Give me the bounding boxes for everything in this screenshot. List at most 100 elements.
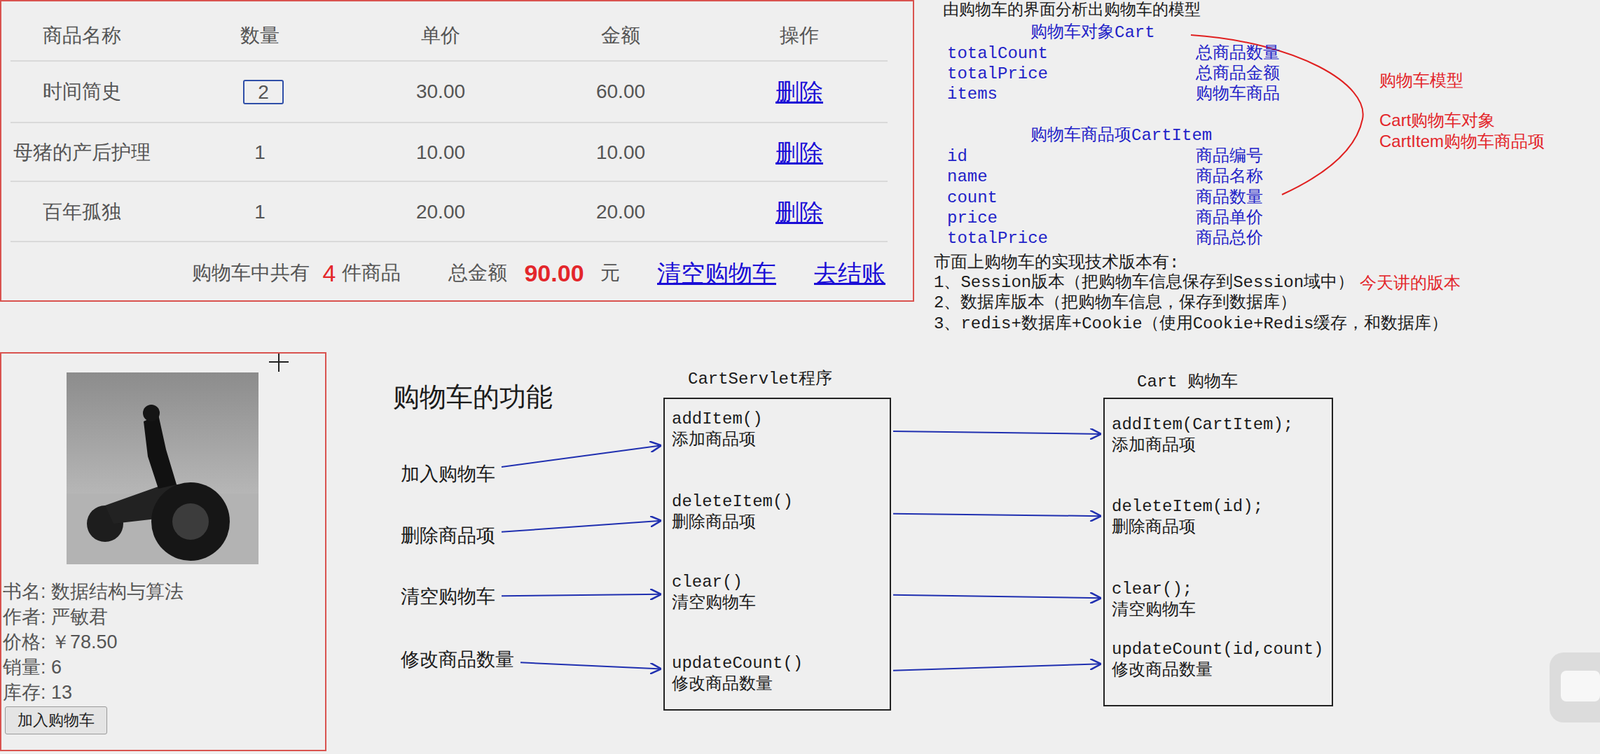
- table-cell: 30.00: [416, 79, 466, 104]
- model-field: id: [947, 147, 968, 168]
- annotation-note: 今天讲的版本: [1359, 273, 1461, 294]
- class-heading: 购物车对象Cart: [1030, 23, 1156, 44]
- method-name: updateCount(): [671, 653, 803, 675]
- input-value: 2: [257, 80, 270, 105]
- book-info: 书名: 数据结构与算法: [2, 580, 184, 604]
- model-field: totalCount: [947, 44, 1048, 65]
- method-desc: 清空购物车: [671, 593, 756, 615]
- table-cell: 60.00: [596, 79, 646, 104]
- cart-summary: 购物车中共有: [191, 261, 310, 286]
- servlet-method: updateCount()修改商品数量: [664, 653, 890, 696]
- flow-arrow: [893, 431, 1102, 435]
- action-link: 删除: [775, 198, 824, 227]
- cart-summary: 90.00: [523, 259, 584, 288]
- version-note: 2、数据库版本（把购物车信息，保存到数据库）: [933, 293, 1297, 314]
- method-desc: 添加商品项: [671, 430, 756, 452]
- cart-summary: 4: [322, 259, 337, 288]
- table-cell: 1: [254, 200, 266, 225]
- action-link: 清空购物车: [657, 259, 777, 288]
- model-field: 商品编号: [1195, 147, 1264, 168]
- method-desc: 添加商品项: [1111, 435, 1196, 457]
- section-heading: 购物车的功能: [392, 381, 553, 415]
- version-note: 3、redis+数据库+Cookie（使用Cookie+Redis缓存，和数据库…: [933, 314, 1448, 335]
- action-label: 加入购物车: [397, 461, 499, 487]
- row-divider: [10, 60, 888, 242]
- model-field: name: [947, 167, 988, 188]
- annotation-note: CartItem购物车商品项: [1379, 131, 1545, 153]
- method-name: clear();: [1111, 579, 1193, 601]
- method-name: clear(): [671, 572, 743, 594]
- action-label-text: 删除商品项: [400, 524, 496, 548]
- servlet-method: deleteItem()删除商品项: [664, 491, 890, 534]
- model-field: 商品名称: [1195, 167, 1264, 188]
- model-field: totalPrice: [947, 229, 1048, 250]
- book-info: 价格: ￥78.50: [2, 631, 118, 654]
- column-header: 商品名称: [42, 23, 122, 48]
- column-header: 金额: [601, 23, 641, 48]
- model-field: 购物车商品: [1195, 84, 1280, 106]
- method-desc: 删除商品项: [671, 512, 756, 534]
- flow-arrow: [501, 594, 662, 597]
- model-field: 商品单价: [1195, 208, 1264, 230]
- book-card-panel: 书名: 数据结构与算法作者: 严敏君价格: ￥78.50销量: 6库存: 13加…: [0, 352, 327, 752]
- action-label-text: 清空购物车: [400, 585, 496, 609]
- section-heading: 由购物车的界面分析出购物车的模型: [942, 1, 1201, 22]
- table-cell: 10.00: [416, 140, 466, 165]
- class-heading: 购物车商品项CartItem: [1030, 126, 1212, 147]
- flow-arrow: [501, 521, 662, 533]
- action-label: 删除商品项: [397, 523, 499, 549]
- flow-arrow: [893, 514, 1102, 517]
- column-header: 数量: [240, 23, 280, 48]
- box-heading: CartServlet程序: [687, 369, 833, 391]
- method-name: updateCount(id,count): [1111, 639, 1324, 661]
- model-field: 总商品金额: [1195, 64, 1280, 85]
- flow-arrow: [501, 445, 662, 468]
- cart-summary: 总金额: [448, 261, 508, 286]
- flow-arrow: [893, 595, 1102, 599]
- quantity-input: 2: [243, 79, 284, 105]
- method-desc: 修改商品数量: [1111, 660, 1213, 682]
- method-desc: 删除商品项: [1111, 517, 1196, 539]
- method-desc: 清空购物车: [1111, 600, 1196, 622]
- method-name: addItem(): [671, 409, 763, 431]
- table-cell: 10.00: [596, 140, 646, 165]
- box-heading: Cart 购物车: [1136, 372, 1238, 393]
- method-name: deleteItem(): [671, 491, 793, 513]
- servlet-method: clear()清空购物车: [664, 572, 890, 615]
- method-name: addItem(CartItem);: [1111, 414, 1294, 436]
- model-field: price: [947, 208, 998, 230]
- action-label: 修改商品数量: [397, 647, 517, 673]
- method-name: deleteItem(id);: [1111, 496, 1264, 518]
- book-info: 作者: 严敏君: [2, 605, 108, 629]
- servlet-box: CartServlet程序addItem()添加商品项deleteItem()删…: [663, 397, 892, 712]
- book-info: 销量: 6: [2, 656, 62, 679]
- method-desc: 修改商品数量: [671, 674, 773, 696]
- book-info: 库存: 13: [2, 681, 73, 705]
- flow-arrow: [893, 664, 1102, 671]
- action-link: 删除: [775, 77, 824, 107]
- column-header: 操作: [779, 23, 819, 48]
- watermark-icon: [1549, 652, 1600, 723]
- model-field: 商品数量: [1195, 188, 1264, 209]
- table-cell: 时间简史: [42, 79, 122, 104]
- action-label-text: 修改商品数量: [400, 648, 515, 672]
- action-label-text: 加入购物车: [400, 463, 496, 486]
- version-note: 市面上购物车的实现技术版本有:: [933, 253, 1179, 274]
- model-field: count: [947, 188, 998, 209]
- book-cover-photo: [66, 372, 259, 565]
- model-field: 总商品数量: [1195, 44, 1280, 65]
- model-field: items: [947, 84, 998, 106]
- table-cell: 1: [254, 140, 266, 165]
- column-header: 单价: [421, 23, 461, 48]
- annotation-note: 购物车模型: [1379, 70, 1464, 92]
- cart-class-box: Cart 购物车addItem(CartItem);添加商品项deleteIte…: [1103, 397, 1334, 707]
- cart-table-panel: 商品名称数量单价金额操作时间简史30.0060.00删除母猪的产后护理110.0…: [0, 0, 915, 302]
- servlet-method: addItem()添加商品项: [664, 409, 890, 452]
- flow-arrow: [520, 662, 662, 670]
- version-note: 1、Session版本（把购物车信息保存到Session域中）: [933, 273, 1355, 294]
- action-link: 删除: [775, 138, 824, 168]
- cart-method: addItem(CartItem);添加商品项: [1104, 414, 1332, 457]
- model-field: totalPrice: [947, 64, 1048, 85]
- add-to-cart-button: 加入购物车: [4, 706, 108, 735]
